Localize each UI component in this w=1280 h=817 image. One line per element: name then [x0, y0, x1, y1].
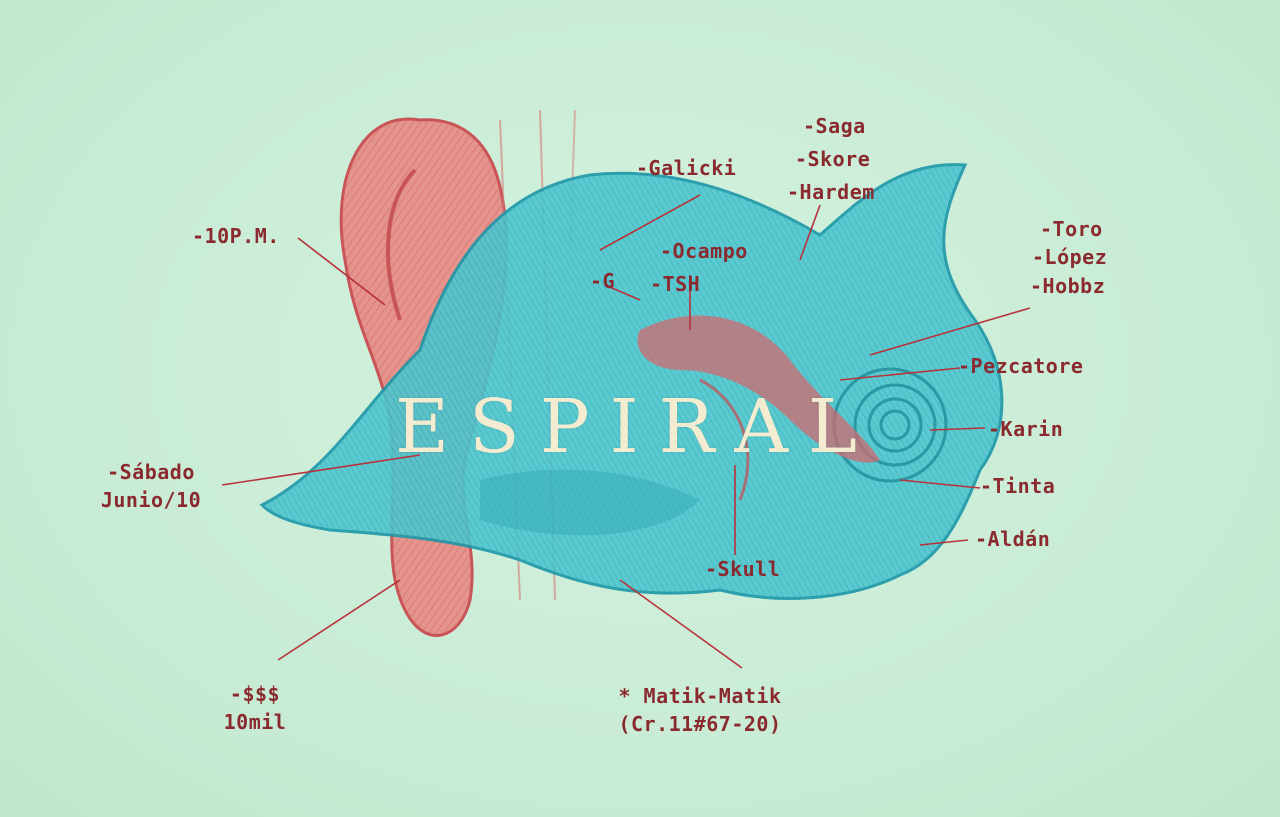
label-artist-tsh: -TSH [650, 272, 701, 296]
label-venue: * Matik-Matik (Cr.11#67-20) [590, 682, 810, 738]
poster-title: ESPIRAL [395, 384, 878, 470]
label-date-month: Junio/10 [100, 488, 202, 512]
label-artist-hardem: -Hardem [787, 180, 875, 204]
label-artist-galicki: -Galicki [636, 156, 737, 180]
label-artist-skore: -Skore [795, 147, 871, 171]
label-artist-hobbz: -Hobbz [1030, 274, 1106, 298]
label-price-amount: 10mil [223, 710, 287, 734]
label-artist-lopez: -López [1032, 245, 1108, 269]
label-venue-address: (Cr.11#67-20) [618, 712, 782, 736]
label-artist-g: -G [590, 269, 616, 293]
label-venue-name: * Matik-Matik [618, 684, 782, 708]
label-price: -$$$ 10mil [205, 680, 305, 736]
label-artist-ocampo: -Ocampo [660, 239, 748, 263]
shell-drawing [259, 163, 1004, 600]
label-artist-tinta: -Tinta [980, 474, 1056, 498]
label-price-symbol: -$$$ [229, 682, 281, 706]
label-artist-pezcatore: -Pezcatore [958, 354, 1084, 378]
label-leader-lines [221, 194, 1031, 669]
label-artist-saga: -Saga [803, 114, 866, 138]
label-artist-karin: -Karin [988, 417, 1064, 441]
label-artist-toro: -Toro [1040, 217, 1103, 241]
label-date: -Sábado Junio/10 [86, 458, 216, 514]
label-time: -10P.M. [192, 224, 280, 248]
label-date-day: -Sábado [107, 460, 195, 484]
label-artist-aldan: -Aldán [975, 527, 1051, 551]
label-artist-skull: -Skull [705, 557, 781, 581]
